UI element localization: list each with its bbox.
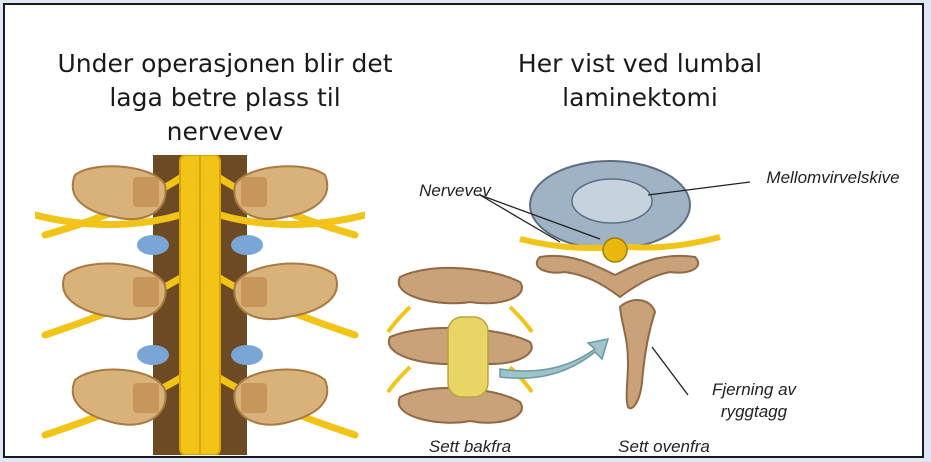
label-mellomvirvelskive: Mellomvirvelskive (753, 168, 913, 188)
label-nervevev: Nervevev (405, 181, 505, 201)
cauda-equina (603, 238, 627, 262)
label-sett-bakfra: Sett bakfra (415, 437, 525, 457)
label-fjerning: Fjerning av ryggtagg (689, 379, 819, 423)
spine-nerve-illustration (35, 155, 365, 455)
figure-frame: Under operasjonen blir det laga betre pl… (3, 3, 924, 458)
disc-patch (231, 345, 263, 365)
left-caption-line1: Under operasjonen blir det (55, 47, 395, 81)
label-fjerning-line2: ryggtagg (689, 401, 819, 423)
left-caption: Under operasjonen blir det laga betre pl… (55, 47, 395, 149)
spinous-process (620, 300, 655, 408)
disc-patch (137, 345, 169, 365)
right-caption: Her vist ved lumbal laminektomi (510, 47, 770, 115)
disc-patch (231, 235, 263, 255)
right-caption-line2: laminektomi (510, 81, 770, 115)
exposed-dura (448, 317, 488, 397)
disc-patch (137, 235, 169, 255)
label-fjerning-line1: Fjerning av (689, 379, 819, 401)
label-sett-ovenfra: Sett ovenfra (599, 437, 729, 457)
right-caption-line1: Her vist ved lumbal (510, 47, 770, 81)
left-caption-line2: laga betre plass til nervevev (55, 81, 395, 149)
